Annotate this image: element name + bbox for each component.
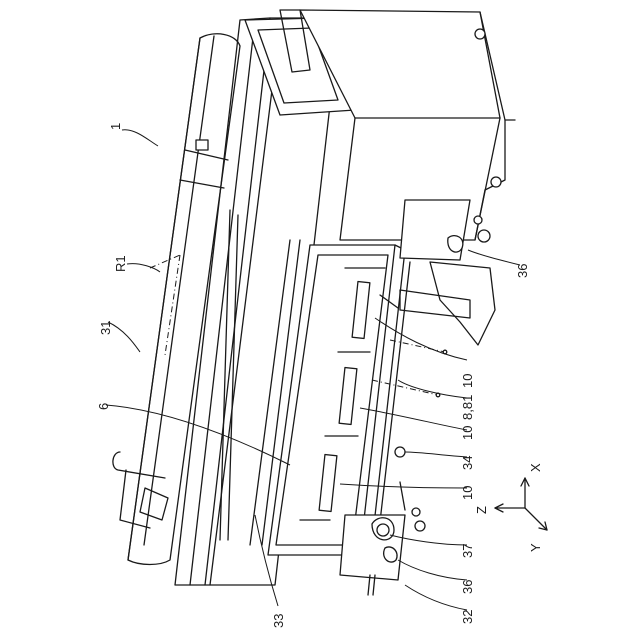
web-roll [113, 34, 240, 565]
label-rail: 34 [460, 456, 475, 470]
axis-triad [495, 478, 547, 530]
label-unit: 8,81 [460, 395, 475, 420]
label-sheet-region: R1 [113, 255, 128, 272]
label-machine: 1 [108, 123, 123, 130]
label-clamp-lower: 36 [460, 580, 475, 594]
label-frame-mid: 10 [460, 426, 475, 440]
axis-y-label: Y [528, 543, 543, 552]
label-cover: 6 [96, 403, 111, 410]
axis-x-label: X [528, 463, 543, 472]
label-roller: 33 [271, 614, 286, 628]
top-housing [245, 10, 515, 240]
label-web: 31 [98, 321, 113, 335]
axis-z-label: Z [474, 506, 489, 514]
label-frame-top: 10 [460, 374, 475, 388]
label-frame-bottom: 10 [460, 486, 475, 500]
label-knob: 37 [460, 544, 475, 558]
label-clamp-upper: 36 [515, 264, 530, 278]
label-bracket: 32 [460, 610, 475, 624]
